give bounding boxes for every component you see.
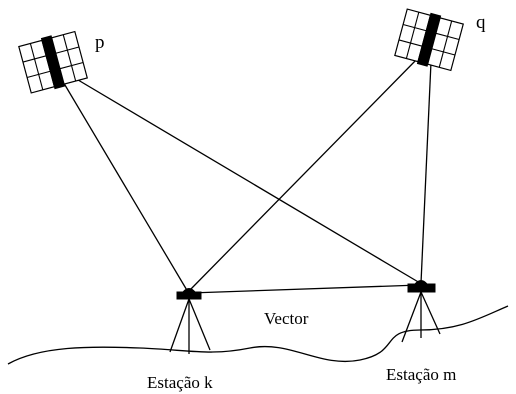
line-p-to-m: [67, 73, 421, 284]
station-m-label: Estação m: [386, 365, 456, 384]
line-q-to-m: [420, 61, 432, 284]
station-k-tripod-icon: [169, 288, 211, 354]
baseline-vector-line: [189, 284, 421, 294]
vector-label: Vector: [264, 309, 309, 328]
line-p-to-k: [61, 79, 189, 293]
satellite-q-label: q: [476, 12, 486, 33]
satellite-p-icon: [18, 30, 88, 94]
satellite-p-label: p: [95, 32, 105, 53]
satellite-q-icon: [394, 8, 464, 72]
line-q-to-k: [187, 55, 421, 293]
ground-terrain: [7, 305, 509, 365]
station-k-label: Estação k: [147, 373, 213, 392]
station-m-tripod-icon: [401, 280, 441, 343]
